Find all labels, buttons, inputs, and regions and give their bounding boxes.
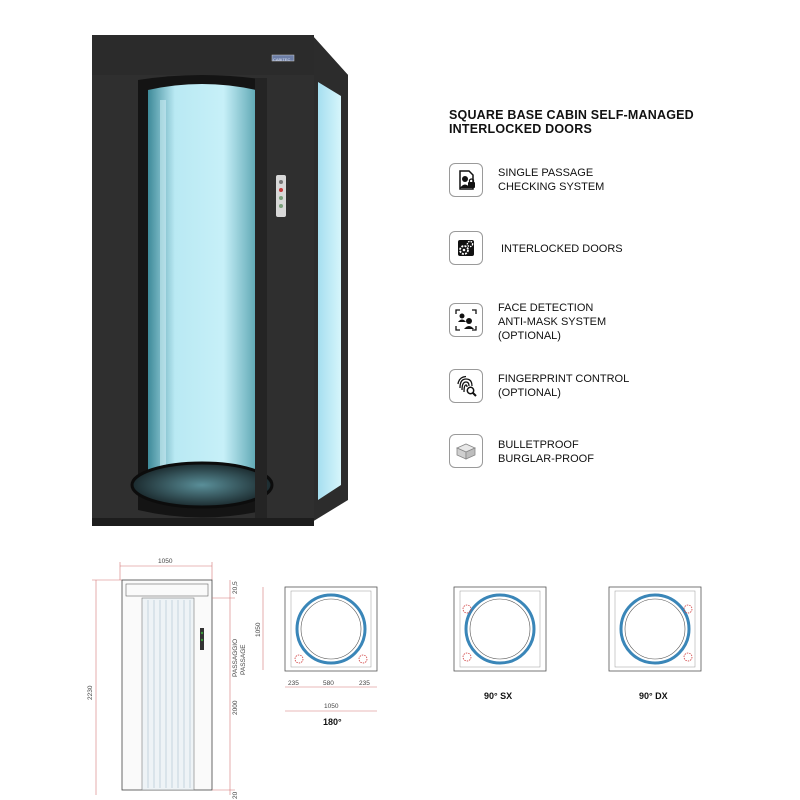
plan-left-label: 235 bbox=[288, 680, 299, 687]
cabin-brand-label: CABITEC bbox=[273, 57, 291, 62]
front-width-label: 1050 bbox=[158, 558, 173, 565]
plan-180-caption: 180° bbox=[323, 717, 342, 727]
plan-right-label: 235 bbox=[359, 680, 370, 687]
front-elevation-drawing: 1050 2230 20,5 2000 PASSAGGIO PASSAGE 20 bbox=[87, 558, 247, 799]
feature-4-line-1: FINGERPRINT CONTROL bbox=[498, 373, 630, 385]
interlocked-doors-icon bbox=[449, 231, 483, 265]
plan-90-sx-caption: 90° SX bbox=[484, 691, 512, 701]
feature-2-text: INTERLOCKED DOORS bbox=[501, 242, 623, 256]
plan-width-label: 1050 bbox=[324, 703, 339, 710]
plan-90-dx-drawing: 90° DX bbox=[608, 586, 702, 701]
page-title: SQUARE BASE CABIN SELF-MANAGED INTERLOCK… bbox=[449, 108, 779, 136]
feature-3-line-1: FACE DETECTION bbox=[498, 302, 594, 314]
front-passage-label: PASSAGGIO bbox=[232, 639, 239, 677]
fingerprint-icon bbox=[449, 369, 483, 403]
feature-5-line-1: BULLETPROOF bbox=[498, 439, 579, 451]
feature-1-line-2: CHECKING SYSTEM bbox=[498, 181, 605, 193]
plan-depth-label: 1050 bbox=[255, 622, 262, 637]
title-line-1: SQUARE BASE CABIN SELF-MANAGED bbox=[449, 108, 694, 122]
feature-1-line-1: SINGLE PASSAGE bbox=[498, 167, 594, 179]
feature-3-line-2: ANTI-MASK SYSTEM bbox=[498, 316, 607, 328]
front-bottom-offset-label: 20 bbox=[232, 791, 239, 799]
front-passage-height-label: 2000 bbox=[232, 700, 239, 715]
feature-1-text: SINGLE PASSAGE CHECKING SYSTEM bbox=[498, 166, 604, 194]
plan-90-dx-caption: 90° DX bbox=[639, 691, 668, 701]
single-passage-icon bbox=[449, 163, 483, 197]
feature-4-text: FINGERPRINT CONTROL (OPTIONAL) bbox=[498, 372, 629, 400]
feature-5-line-2: BURGLAR-PROOF bbox=[498, 453, 594, 465]
cabin-illustration bbox=[92, 35, 348, 526]
title-line-2: INTERLOCKED DOORS bbox=[449, 122, 592, 136]
front-top-offset-label: 20,5 bbox=[232, 581, 239, 594]
plan-center-label: 580 bbox=[323, 680, 334, 687]
bulletproof-icon bbox=[449, 434, 483, 468]
face-detection-icon bbox=[449, 303, 483, 337]
front-height-label: 2230 bbox=[87, 685, 94, 700]
feature-3-text: FACE DETECTION ANTI-MASK SYSTEM (OPTIONA… bbox=[498, 301, 606, 343]
front-passage-label-en: PASSAGE bbox=[240, 644, 247, 675]
feature-4-line-2: (OPTIONAL) bbox=[498, 387, 561, 399]
feature-3-line-3: (OPTIONAL) bbox=[498, 330, 561, 342]
feature-5-text: BULLETPROOF BURGLAR-PROOF bbox=[498, 438, 594, 466]
feature-2-line-1: INTERLOCKED DOORS bbox=[501, 243, 623, 255]
plan-180-drawing: 1050 235 580 235 1050 180° bbox=[255, 586, 378, 727]
plan-90-sx-drawing: 90° SX bbox=[453, 586, 547, 701]
